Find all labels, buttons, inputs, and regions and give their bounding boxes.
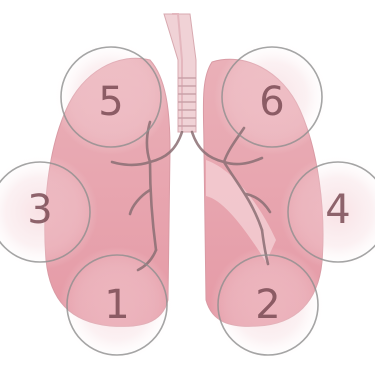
- zone-1-label: 1: [104, 282, 129, 328]
- zone-2-label: 2: [255, 282, 280, 328]
- zone-4-label: 4: [325, 187, 350, 233]
- zone-6-label: 6: [259, 79, 284, 125]
- zone-3-label: 3: [27, 187, 52, 233]
- zone-5-label: 5: [98, 79, 123, 125]
